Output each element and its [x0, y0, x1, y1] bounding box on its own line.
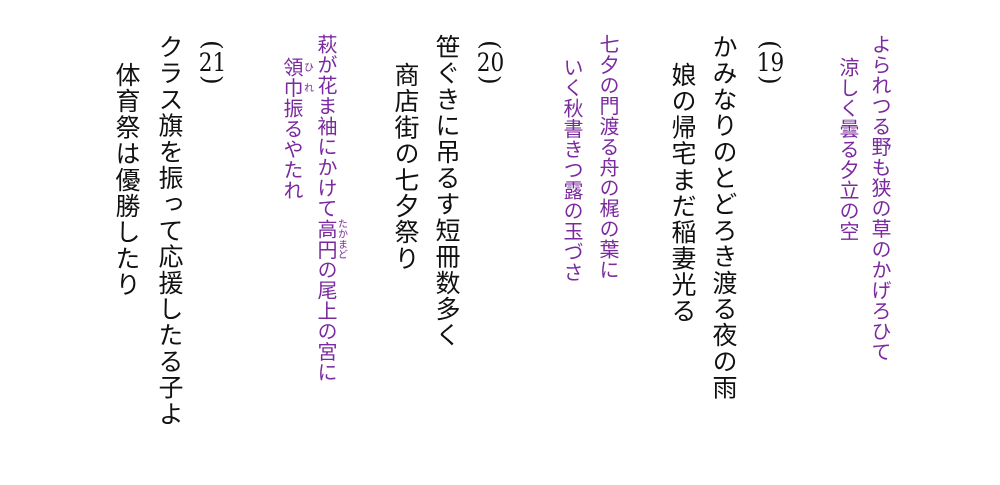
poem-line: 萩が花ま袖にかけて高円たかまどの尾上の宮に	[314, 34, 347, 383]
poem-line: 七夕の門渡る舟の梶の葉に	[596, 34, 620, 280]
poem-number: (19)	[756, 40, 785, 85]
poem-line: かみなりのとどろき渡る夜の雨	[709, 34, 738, 401]
poem-line: 体育祭は優勝したり	[112, 62, 141, 298]
poem-line: 涼しく曇る夕立の空	[836, 57, 860, 242]
poem-line: よられつる野も狭の草のかげろひて	[868, 34, 892, 362]
poem-line: いく秋書きつ露の玉づさ	[560, 57, 584, 283]
poem-line: 領巾ひれ振るやたれ	[280, 57, 313, 201]
poem-line: 娘の帰宅まだ稲妻光る	[668, 62, 697, 324]
poem-line: 商店街の七夕祭り	[391, 62, 420, 272]
poem-number: (20)	[476, 40, 505, 85]
poem-line: 笹ぐきに吊るす短冊数多く	[432, 34, 461, 349]
poem-line: クラス旗を振って応援したる子よ	[155, 34, 184, 427]
poem-number: (21)	[198, 40, 227, 85]
